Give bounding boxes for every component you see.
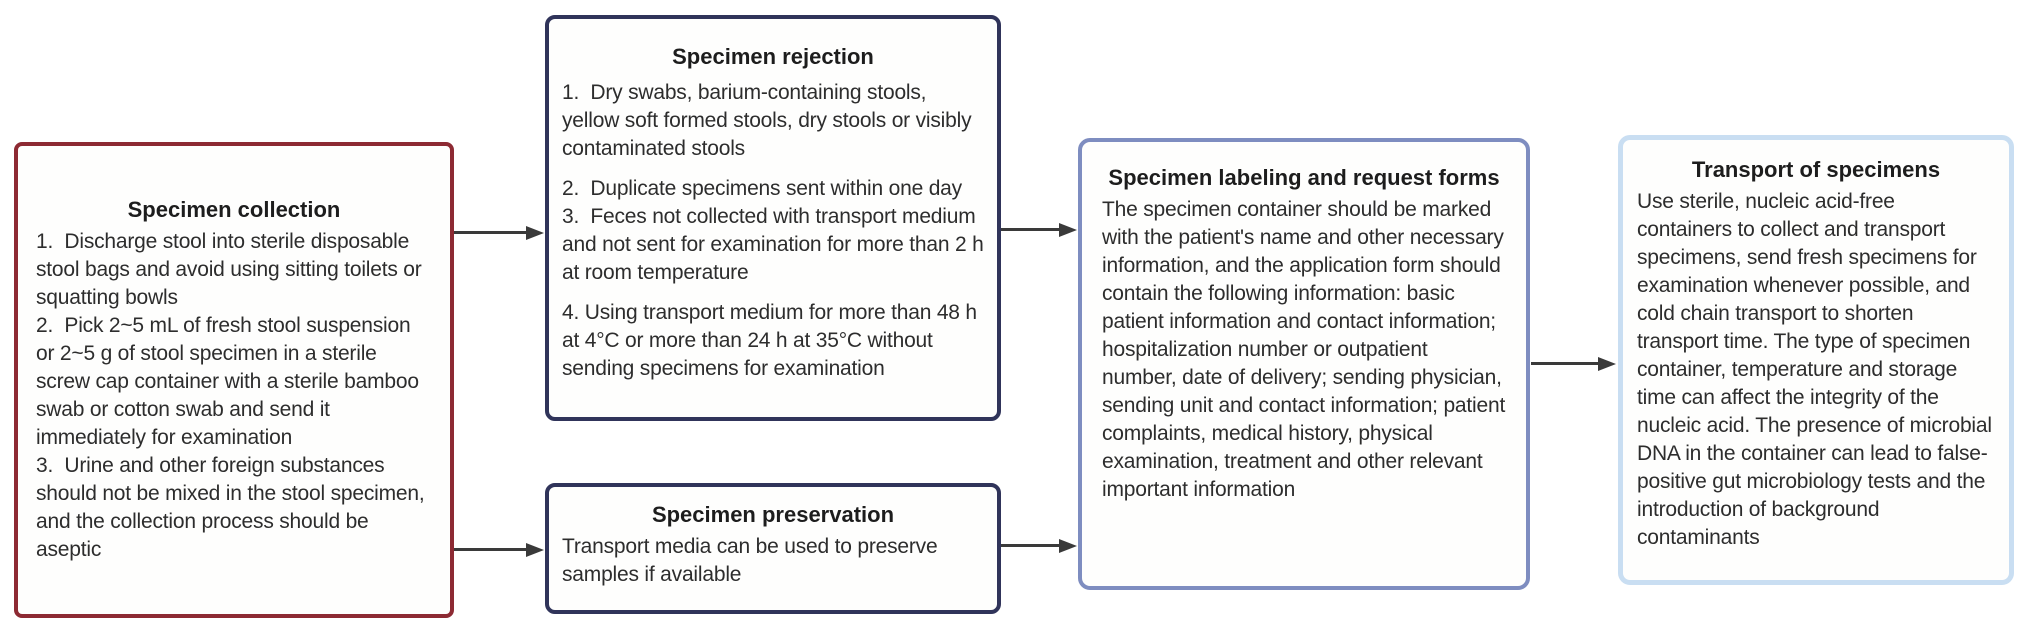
box-title-specimen-collection: Specimen collection — [127, 197, 341, 222]
box-title-specimen-preservation: Specimen preservation — [651, 502, 895, 527]
box-specimen-labeling: Specimen labeling and request forms The … — [1078, 138, 1530, 590]
box-transport-of-specimens: Transport of specimens Use sterile, nucl… — [1618, 135, 2014, 585]
transport-body: Use sterile, nucleic acid-free container… — [1637, 190, 1992, 549]
rejection-item-1: 1. Dry swabs, barium-containing stools, … — [562, 81, 972, 160]
arrow-labeling-to-transport — [1531, 356, 1616, 371]
collection-item-1: 1. Discharge stool into sterile disposab… — [36, 230, 422, 309]
box-title-transport-of-specimens: Transport of specimens — [1691, 157, 1941, 182]
preservation-body: Transport media can be used to preserve … — [562, 535, 938, 586]
arrow-rejection-to-labeling — [1001, 222, 1077, 237]
arrow-collection-to-preservation — [454, 542, 544, 557]
rejection-item-4: 4. Using transport medium for more than … — [562, 301, 977, 380]
collection-item-3: 3. Urine and other foreign substances sh… — [36, 454, 425, 561]
box-specimen-rejection: Specimen rejection 1. Dry swabs, barium-… — [545, 15, 1001, 421]
box-specimen-collection: Specimen collection 1. Discharge stool i… — [14, 142, 454, 618]
box-specimen-preservation: Specimen preservation Transport media ca… — [545, 483, 1001, 614]
arrow-preservation-to-labeling — [1001, 538, 1077, 553]
labeling-body: The specimen container should be marked … — [1102, 198, 1506, 501]
arrow-collection-to-rejection — [454, 225, 544, 240]
box-title-specimen-labeling: Specimen labeling and request forms — [1108, 165, 1500, 190]
rejection-item-2: 2. Duplicate specimens sent within one d… — [562, 177, 962, 200]
collection-item-2: 2. Pick 2~5 mL of fresh stool suspension… — [36, 314, 419, 449]
box-title-specimen-rejection: Specimen rejection — [672, 44, 874, 69]
rejection-item-3: 3. Feces not collected with transport me… — [562, 205, 984, 284]
